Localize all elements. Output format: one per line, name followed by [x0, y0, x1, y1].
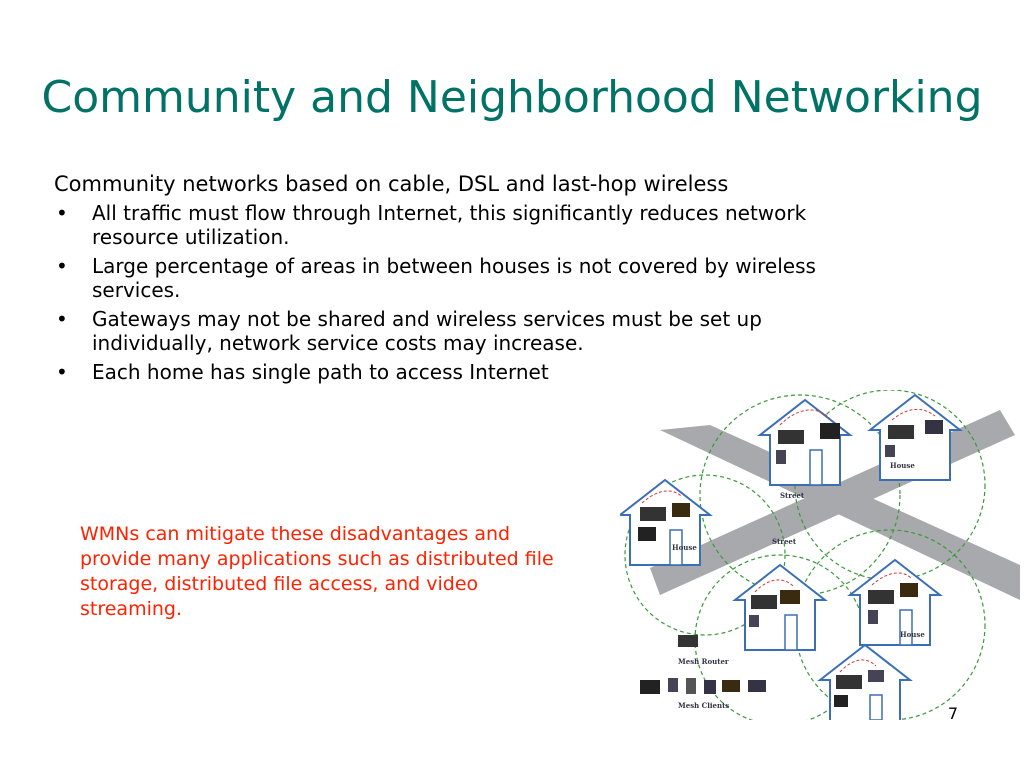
- bullet-item: • All traffic must flow through Internet,…: [54, 201, 824, 249]
- pda-icon: [885, 445, 895, 457]
- phone-legend-icon: [686, 678, 696, 694]
- house-top-middle: [757, 398, 853, 486]
- bullet-text: Gateways may not be shared and wireless …: [92, 307, 762, 355]
- street-label: Street: [772, 537, 797, 546]
- laptop-icon: [900, 583, 918, 597]
- house-top-right: House: [867, 393, 963, 481]
- bullet-text: Each home has single path to access Inte…: [92, 360, 549, 384]
- bullet-list: • All traffic must flow through Internet,…: [54, 201, 824, 384]
- bullet-marker: •: [56, 307, 68, 331]
- router-icon: [868, 590, 894, 604]
- coverage-circle: [624, 474, 786, 636]
- router-icon: [888, 425, 914, 439]
- slide-body: Community networks based on cable, DSL a…: [54, 172, 824, 389]
- pda-icon: [749, 615, 759, 627]
- laptop-icon: [672, 503, 690, 517]
- pda-icon: [868, 610, 878, 624]
- lead-paragraph: Community networks based on cable, DSL a…: [54, 172, 729, 196]
- bullet-text: All traffic must flow through Internet, …: [92, 201, 807, 249]
- pda-legend-icon: [704, 680, 716, 694]
- mesh-router-legend-icon: [678, 635, 698, 647]
- router-icon: [640, 507, 666, 521]
- bullet-marker: •: [56, 254, 68, 278]
- wmn-callout: WMNs can mitigate these disadvantages an…: [80, 523, 554, 620]
- house-label: House: [672, 543, 697, 552]
- laptop-legend-icon: [722, 680, 740, 692]
- house-left: House: [617, 478, 713, 566]
- legend-clients-label: Mesh Clients: [678, 701, 729, 710]
- laptop-icon: [780, 590, 800, 604]
- bullet-marker: •: [56, 360, 68, 384]
- pda-legend-icon: [668, 678, 678, 692]
- bullet-item: • Large percentage of areas in between ho…: [54, 254, 824, 302]
- bullet-marker: •: [56, 201, 68, 225]
- camera-legend-icon: [748, 680, 766, 692]
- mesh-network-figure: House House House: [617, 389, 1020, 731]
- monitor-icon: [820, 423, 840, 439]
- pda-icon: [776, 450, 786, 464]
- house-right: House: [847, 558, 943, 646]
- pda-icon: [868, 670, 884, 682]
- house-label: House: [890, 461, 915, 470]
- slide-title: Community and Neighborhood Networking: [41, 72, 983, 123]
- bullet-item: • Each home has single path to access Int…: [54, 360, 824, 384]
- monitor-icon: [638, 527, 656, 541]
- bullet-item: • Gateways may not be shared and wireless…: [54, 307, 824, 355]
- monitor-legend-icon: [640, 680, 660, 694]
- house-label: House: [900, 630, 925, 639]
- page-number: 7: [947, 704, 958, 723]
- router-icon: [778, 430, 804, 444]
- street-label: Street: [780, 491, 805, 500]
- router-icon: [836, 675, 862, 689]
- camera-icon: [925, 420, 943, 434]
- bullet-text: Large percentage of areas in between hou…: [92, 254, 816, 302]
- figure-legend: Mesh Router Mesh Clients: [640, 635, 766, 710]
- monitor-icon: [834, 695, 848, 707]
- mesh-network-diagram: House House House: [617, 389, 1020, 731]
- router-icon: [751, 595, 777, 609]
- house-bottom-middle: [732, 563, 828, 651]
- house-bottom-right: [817, 643, 913, 731]
- legend-router-label: Mesh Router: [678, 657, 729, 666]
